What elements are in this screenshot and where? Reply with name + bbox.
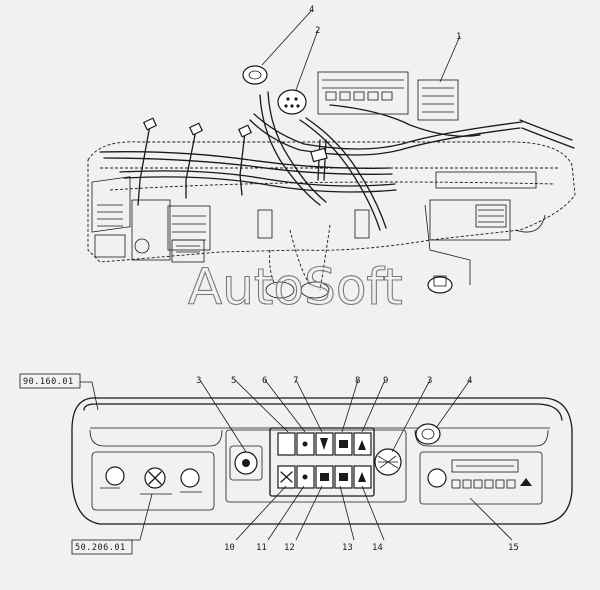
callout-8: 8 (355, 376, 360, 386)
dashboard-assembly-view (87, 65, 576, 299)
callout-3-left: 3 (196, 376, 201, 386)
switch-row-top (277, 432, 372, 456)
callout-1-top: 1 (456, 32, 461, 42)
callout-9: 9 (383, 376, 388, 386)
switch-row-bottom (277, 465, 372, 489)
reference-box-top: 90.160.01 (23, 377, 74, 387)
callout-6: 6 (262, 376, 267, 386)
control-panel-view (71, 397, 573, 525)
callout-14: 14 (372, 543, 383, 553)
callout-11: 11 (256, 543, 267, 553)
callout-3-right: 3 (427, 376, 432, 386)
callout-2-top: 2 (315, 26, 320, 36)
callout-7: 7 (293, 376, 298, 386)
watermark: AutoSoft (188, 258, 403, 316)
callout-5: 5 (231, 376, 236, 386)
callout-13: 13 (342, 543, 353, 553)
callout-10: 10 (224, 543, 235, 553)
reference-box-bottom: 50.206.01 (75, 543, 126, 553)
callout-12: 12 (284, 543, 295, 553)
callout-4-right: 4 (467, 376, 472, 386)
callout-15: 15 (508, 543, 519, 553)
callout-4-top: 4 (309, 5, 314, 15)
